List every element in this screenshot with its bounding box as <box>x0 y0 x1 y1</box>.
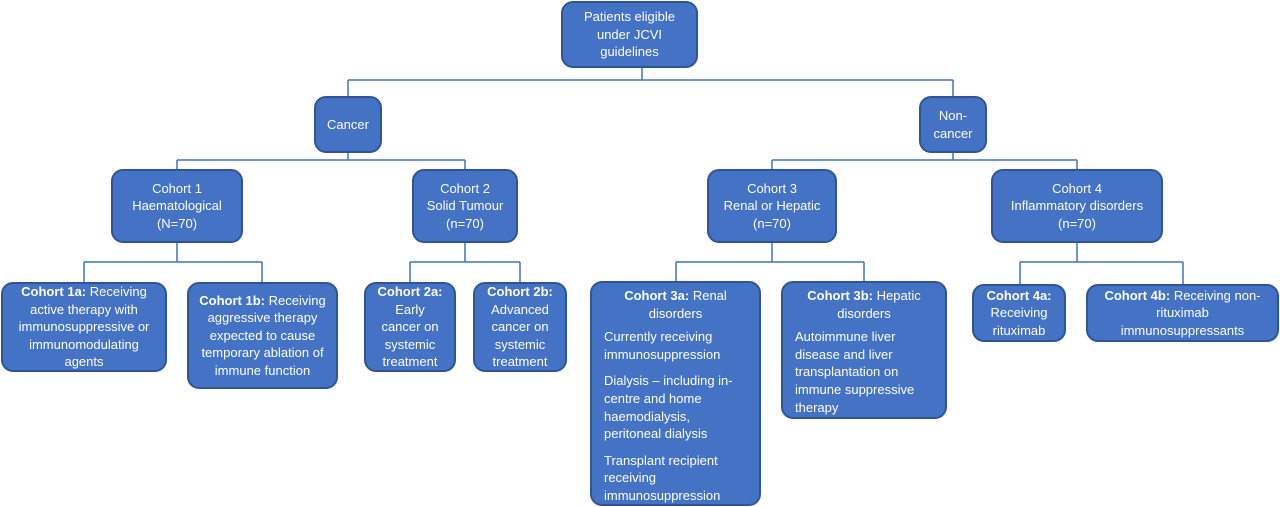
cohort1-node: Cohort 1 Haematological (N=70) <box>111 169 243 243</box>
noncancer-line: cancer <box>933 125 973 141</box>
cohort3a-title: Cohort 3a: <box>624 288 690 303</box>
noncancer-node: Non- cancer <box>919 96 987 153</box>
cohort1-line: Cohort 1 <box>152 180 202 196</box>
cohort4-line: Inflammatory disorders <box>1010 198 1144 214</box>
cohort1b-text: Receiving aggressive therapy expected to… <box>201 292 326 378</box>
root-node: Patients eligible under JCVI guidelines <box>561 1 698 68</box>
cohort3a-criterion: Dialysis – including in-centre and home … <box>604 373 733 442</box>
connector-cancer <box>176 153 466 170</box>
cohort2b-title: Cohort 2b: <box>487 284 553 300</box>
cohort2a-node: Cohort 2a: Early cancer on systemic trea… <box>364 282 456 372</box>
cohort2a-text: Early cancer on systemic treatment <box>381 301 439 370</box>
cohort1b-node: Cohort 1b: Receiving aggressive therapy … <box>187 282 338 389</box>
cohort4-node: Cohort 4 Inflammatory disorders (n=70) <box>991 169 1163 243</box>
cancer-node: Cancer <box>314 96 382 153</box>
root-line: guidelines <box>600 44 659 60</box>
connector-cohort2 <box>409 243 521 282</box>
cohort3a-node: Cohort 3a: Renal disorders Currently rec… <box>590 281 761 506</box>
cancer-label: Cancer <box>327 116 369 132</box>
cohort3b-criterion: Autoimmune liver disease and liver trans… <box>795 329 915 415</box>
cohort3b-node: Cohort 3b: Hepatic disorders Autoimmune … <box>781 281 947 419</box>
cohort4a-node: Cohort 4a: Receiving rituximab <box>972 284 1066 342</box>
cohort4a-title: Cohort 4a: <box>986 287 1052 303</box>
cohort4a-text: Receiving rituximab <box>990 305 1048 338</box>
cohort1a-text: Receiving active therapy with immunosupp… <box>18 284 150 370</box>
root-line: Patients eligible <box>583 9 676 25</box>
cohort2b-node: Cohort 2b: Advanced cancer on systemic t… <box>473 282 567 372</box>
cohort4b-text: Receiving non-rituximab immunosuppressan… <box>1120 287 1261 338</box>
cohort3-node: Cohort 3 Renal or Hepatic (n=70) <box>707 169 837 243</box>
cohort1b-title: Cohort 1b: <box>199 292 265 308</box>
cohort3a-criterion: Transplant recipient receiving immunosup… <box>604 452 721 503</box>
connector-cohort3 <box>675 243 865 282</box>
cohort3-line: Renal or Hepatic <box>723 198 821 214</box>
cohort3b-text: Hepatic disorders <box>837 288 921 321</box>
cohort4-line: (n=70) <box>1058 215 1096 231</box>
cohort1a-node: Cohort 1a: Receiving active therapy with… <box>1 282 167 372</box>
cohort4b-title: Cohort 4b: <box>1104 287 1171 303</box>
cohort3a-text: Renal disorders <box>648 288 727 321</box>
cohort1a-title: Cohort 1a: <box>21 284 87 300</box>
cohort2-node: Cohort 2 Solid Tumour (n=70) <box>412 169 518 243</box>
cohort2b-text: Advanced cancer on systemic treatment <box>491 301 549 370</box>
root-line: under JCVI <box>596 26 663 42</box>
cohort3a-criterion: Currently receiving immunosuppression <box>604 329 721 362</box>
cohort3-line: (n=70) <box>753 215 791 231</box>
connector-cohort1 <box>83 243 263 282</box>
cohort4b-node: Cohort 4b: Receiving non-rituximab immun… <box>1086 284 1279 342</box>
cohort2-line: (n=70) <box>446 215 484 231</box>
cohort1-line: Haematological <box>132 198 222 214</box>
connector-cohort4 <box>1019 243 1184 284</box>
cohort3b-title: Cohort 3b: <box>807 288 873 303</box>
cohort2a-title: Cohort 2a: <box>377 284 443 300</box>
connector-noncancer <box>771 153 1078 170</box>
noncancer-line: Non- <box>938 107 968 123</box>
cohort2-line: Solid Tumour <box>426 198 504 214</box>
cohort4-line: Cohort 4 <box>1052 180 1102 196</box>
cohort1-line: (N=70) <box>156 215 198 231</box>
cohort3-line: Cohort 3 <box>747 180 797 196</box>
cohort2-line: Cohort 2 <box>440 180 490 196</box>
connector-root <box>347 68 954 97</box>
